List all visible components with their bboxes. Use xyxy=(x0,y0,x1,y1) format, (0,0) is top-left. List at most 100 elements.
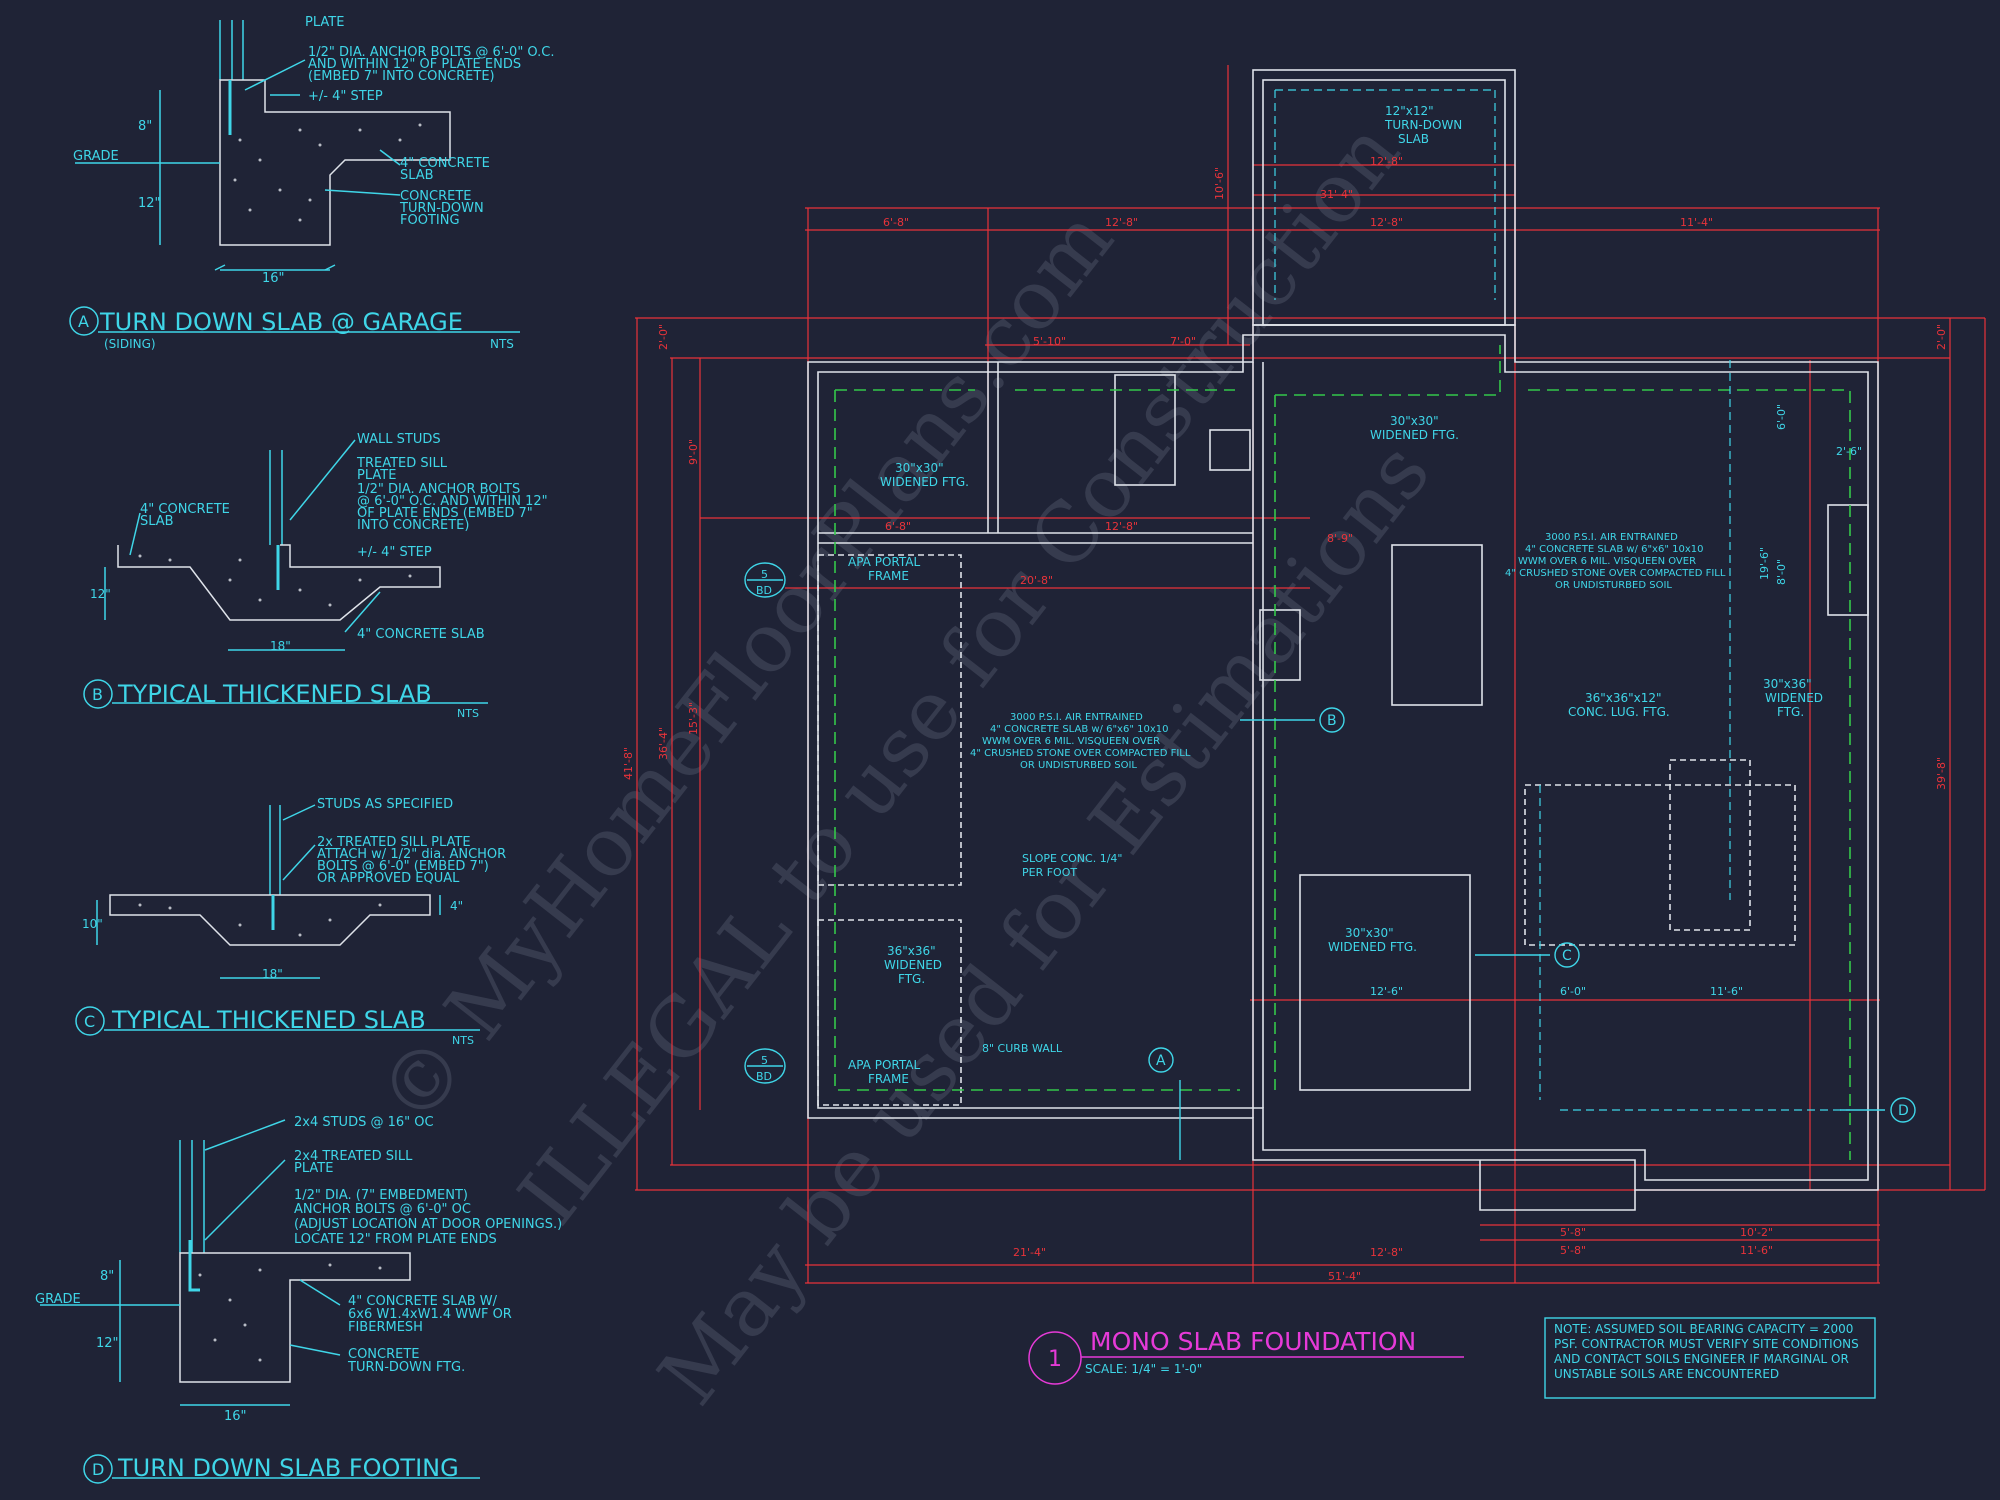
label-apa-bot-1: APA PORTAL xyxy=(848,1058,920,1072)
detail-a-bolts-2: AND WITHIN 12" OF PLATE ENDS xyxy=(308,57,521,72)
soil-note: NOTE: ASSUMED SOIL BEARING CAPACITY = 20… xyxy=(1544,1317,1876,1399)
detail-a-bolts-3: (EMBED 7" INTO CONCRETE) xyxy=(308,69,495,84)
dim-inner-128: 12'-8" xyxy=(1105,520,1138,533)
detail-d-grade: GRADE xyxy=(35,1292,81,1307)
dim-right-80: 8'-0" xyxy=(1775,559,1788,585)
detail-a-bolts-1: 1/2" DIA. ANCHOR BOLTS @ 6'-0" O.C. xyxy=(308,45,554,60)
detail-c-sill-1: 2x TREATED SILL PLATE xyxy=(317,835,471,850)
detail-b-bolts-2: @ 6'-0" O.C. AND WITHIN 12" xyxy=(357,494,548,509)
label-slope-1: SLOPE CONC. 1/4" xyxy=(1022,852,1122,865)
foundation-walls xyxy=(807,69,1879,1211)
dim-inner-208: 20'-8" xyxy=(1020,574,1053,587)
label-wftg-b-1: 30"x30" xyxy=(1390,414,1439,428)
dim-left-364: 36'-4" xyxy=(657,727,670,760)
detail-b-bolts-1: 1/2" DIA. ANCHOR BOLTS xyxy=(357,482,520,497)
section-marker-text: B C D A 5 BD 5 BD xyxy=(756,568,1909,1119)
detail-a xyxy=(69,20,520,336)
label-wftg-e-3: FTG. xyxy=(898,972,925,986)
section-mark-a: A xyxy=(1156,1053,1166,1069)
detail-b-sill-1: TREATED SILL xyxy=(356,456,448,471)
dim-right-398: 39'-8" xyxy=(1935,757,1948,790)
label-wftg-b-2: WIDENED FTG. xyxy=(1370,428,1459,442)
label-wftg-c-2: WIDENED FTG. xyxy=(1328,940,1417,954)
label-apa-bot-2: FRAME xyxy=(868,1072,909,1086)
detail-a-slab-1: 4" CONCRETE xyxy=(400,156,490,171)
dim-bot-58b: 5'-8" xyxy=(1560,1244,1586,1257)
detail-a-subtitle: (SIDING) xyxy=(104,337,156,351)
dim-right-26: 2'-6" xyxy=(1836,445,1862,458)
detail-d-sill-2: PLATE xyxy=(294,1161,333,1176)
detail-c-studs: STUDS AS SPECIFIED xyxy=(317,797,453,812)
detail-a-slab-2: SLAB xyxy=(400,168,434,183)
slab-note-right-1: 3000 P.S.I. AIR ENTRAINED xyxy=(1545,532,1678,543)
detail-d-studs: 2x4 STUDS @ 16" OC xyxy=(294,1115,434,1130)
bd-marker-bot-text: BD xyxy=(756,1070,772,1083)
section-cut-lines xyxy=(1179,719,1885,1160)
soil-note-line-3: AND CONTACT SOILS ENGINEER IF MARGINAL O… xyxy=(1554,1352,1849,1366)
label-wftg-e-1: 36"x36" xyxy=(887,944,936,958)
detail-c-letter: C xyxy=(84,1012,95,1031)
detail-c-text: STUDS AS SPECIFIED 2x TREATED SILL PLATE… xyxy=(82,797,506,1047)
detail-d-slab-1: 4" CONCRETE SLAB W/ xyxy=(348,1294,498,1309)
detail-d-bolts-2: ANCHOR BOLTS @ 6'-0" OC xyxy=(294,1202,471,1217)
detail-d-dim-12: 12" xyxy=(96,1336,119,1351)
detail-d xyxy=(40,1119,480,1484)
detail-b-letter: B xyxy=(92,685,103,704)
dim-inner-68: 6'-8" xyxy=(885,520,911,533)
dim-bot-514: 51'-4" xyxy=(1328,1270,1361,1283)
detail-b-bolts-3: OF PLATE ENDS (EMBED 7" xyxy=(357,506,533,521)
dim-inner-196: 19'-6" xyxy=(1758,547,1771,580)
slab-note-center-4: 4" CRUSHED STONE OVER COMPACTED FILL xyxy=(970,748,1191,759)
dim-bot-58: 5'-8" xyxy=(1560,1226,1586,1239)
label-curb-wall: 8" CURB WALL xyxy=(982,1042,1063,1055)
label-wftg-a-2: WIDENED FTG. xyxy=(880,475,969,489)
dim-mid-128: 12'-6" xyxy=(1370,985,1403,998)
detail-d-bolts-4: LOCATE 12" FROM PLATE ENDS xyxy=(294,1232,497,1247)
detail-a-grade: GRADE xyxy=(73,149,119,164)
detail-b-scale: NTS xyxy=(457,707,479,720)
detail-a-scale: NTS xyxy=(490,337,514,351)
detail-b-bolts-4: INTO CONCRETE) xyxy=(357,518,469,533)
detail-a-ftg-2: TURN-DOWN xyxy=(399,201,484,216)
detail-a-text: PLATE 1/2" DIA. ANCHOR BOLTS @ 6'-0" O.C… xyxy=(73,15,554,351)
plan-title-number: 1 xyxy=(1048,1347,1062,1372)
label-wftg-e-2: WIDENED xyxy=(884,958,942,972)
detail-c-sill-3: BOLTS @ 6'-0" (EMBED 7") xyxy=(317,859,489,874)
label-wftg-d-1: 30"x36" xyxy=(1763,677,1812,691)
dim-left-90: 9'-0" xyxy=(687,439,700,465)
detail-a-ftg-1: CONCRETE xyxy=(400,189,472,204)
hidden-lines xyxy=(1274,89,1850,1111)
plan-scale: SCALE: 1/4" = 1'-0" xyxy=(1085,1362,1202,1376)
detail-c-sill-4: OR APPROVED EQUAL xyxy=(317,871,460,886)
detail-b-dim-12: 12" xyxy=(90,587,111,601)
detail-c-dim-18: 18" xyxy=(262,967,283,981)
bd-marker-top-num: 5 xyxy=(761,568,768,581)
label-conc-lug-2: CONC. LUG. FTG. xyxy=(1568,705,1670,719)
dim-bot-128: 12'-8" xyxy=(1370,1246,1403,1259)
detail-b-slab-3: 4" CONCRETE SLAB xyxy=(357,627,485,642)
detail-a-step: +/- 4" STEP xyxy=(308,89,383,104)
detail-d-dim-16: 16" xyxy=(224,1409,247,1424)
detail-c-scale: NTS xyxy=(452,1034,474,1047)
detail-a-dim-8: 8" xyxy=(138,119,152,134)
dim-right-60: 6'-0" xyxy=(1775,404,1788,430)
detail-b-title: TYPICAL THICKENED SLAB xyxy=(117,680,432,708)
detail-d-text: 2x4 STUDS @ 16" OC 2x4 TREATED SILL PLAT… xyxy=(35,1115,562,1482)
label-conc-lug-1: 36"x36"x12" xyxy=(1585,691,1662,705)
detail-b-studs: WALL STUDS xyxy=(357,432,441,447)
soil-note-line-4: UNSTABLE SOILS ARE ENCOUNTERED xyxy=(1554,1367,1779,1381)
dim-bot-214: 21'-4" xyxy=(1013,1246,1046,1259)
detail-b-sill-2: PLATE xyxy=(357,468,396,483)
plan-title: MONO SLAB FOUNDATION xyxy=(1090,1327,1416,1356)
section-markers xyxy=(744,562,1916,1123)
detail-c-dim-4: 4" xyxy=(450,899,463,913)
detail-d-ftg-2: TURN-DOWN FTG. xyxy=(347,1360,465,1375)
label-wftg-d-2: WIDENED xyxy=(1765,691,1823,705)
slab-note-center-3: WWM OVER 6 MIL. VISQUEEN OVER xyxy=(982,736,1160,747)
dim-top-68: 6'-8" xyxy=(883,216,909,229)
detail-c-dim-10: 10" xyxy=(82,917,103,931)
dimension-text: 31'-4" 12'-8" 6'-8" 12'-8" 12'-8" 11'-4"… xyxy=(622,155,1948,1283)
dim-inner-89: 8'-9" xyxy=(1327,532,1353,545)
dim-top-510: 5'-10" xyxy=(1033,335,1066,348)
label-turndown-1: 12"x12" xyxy=(1385,104,1434,118)
